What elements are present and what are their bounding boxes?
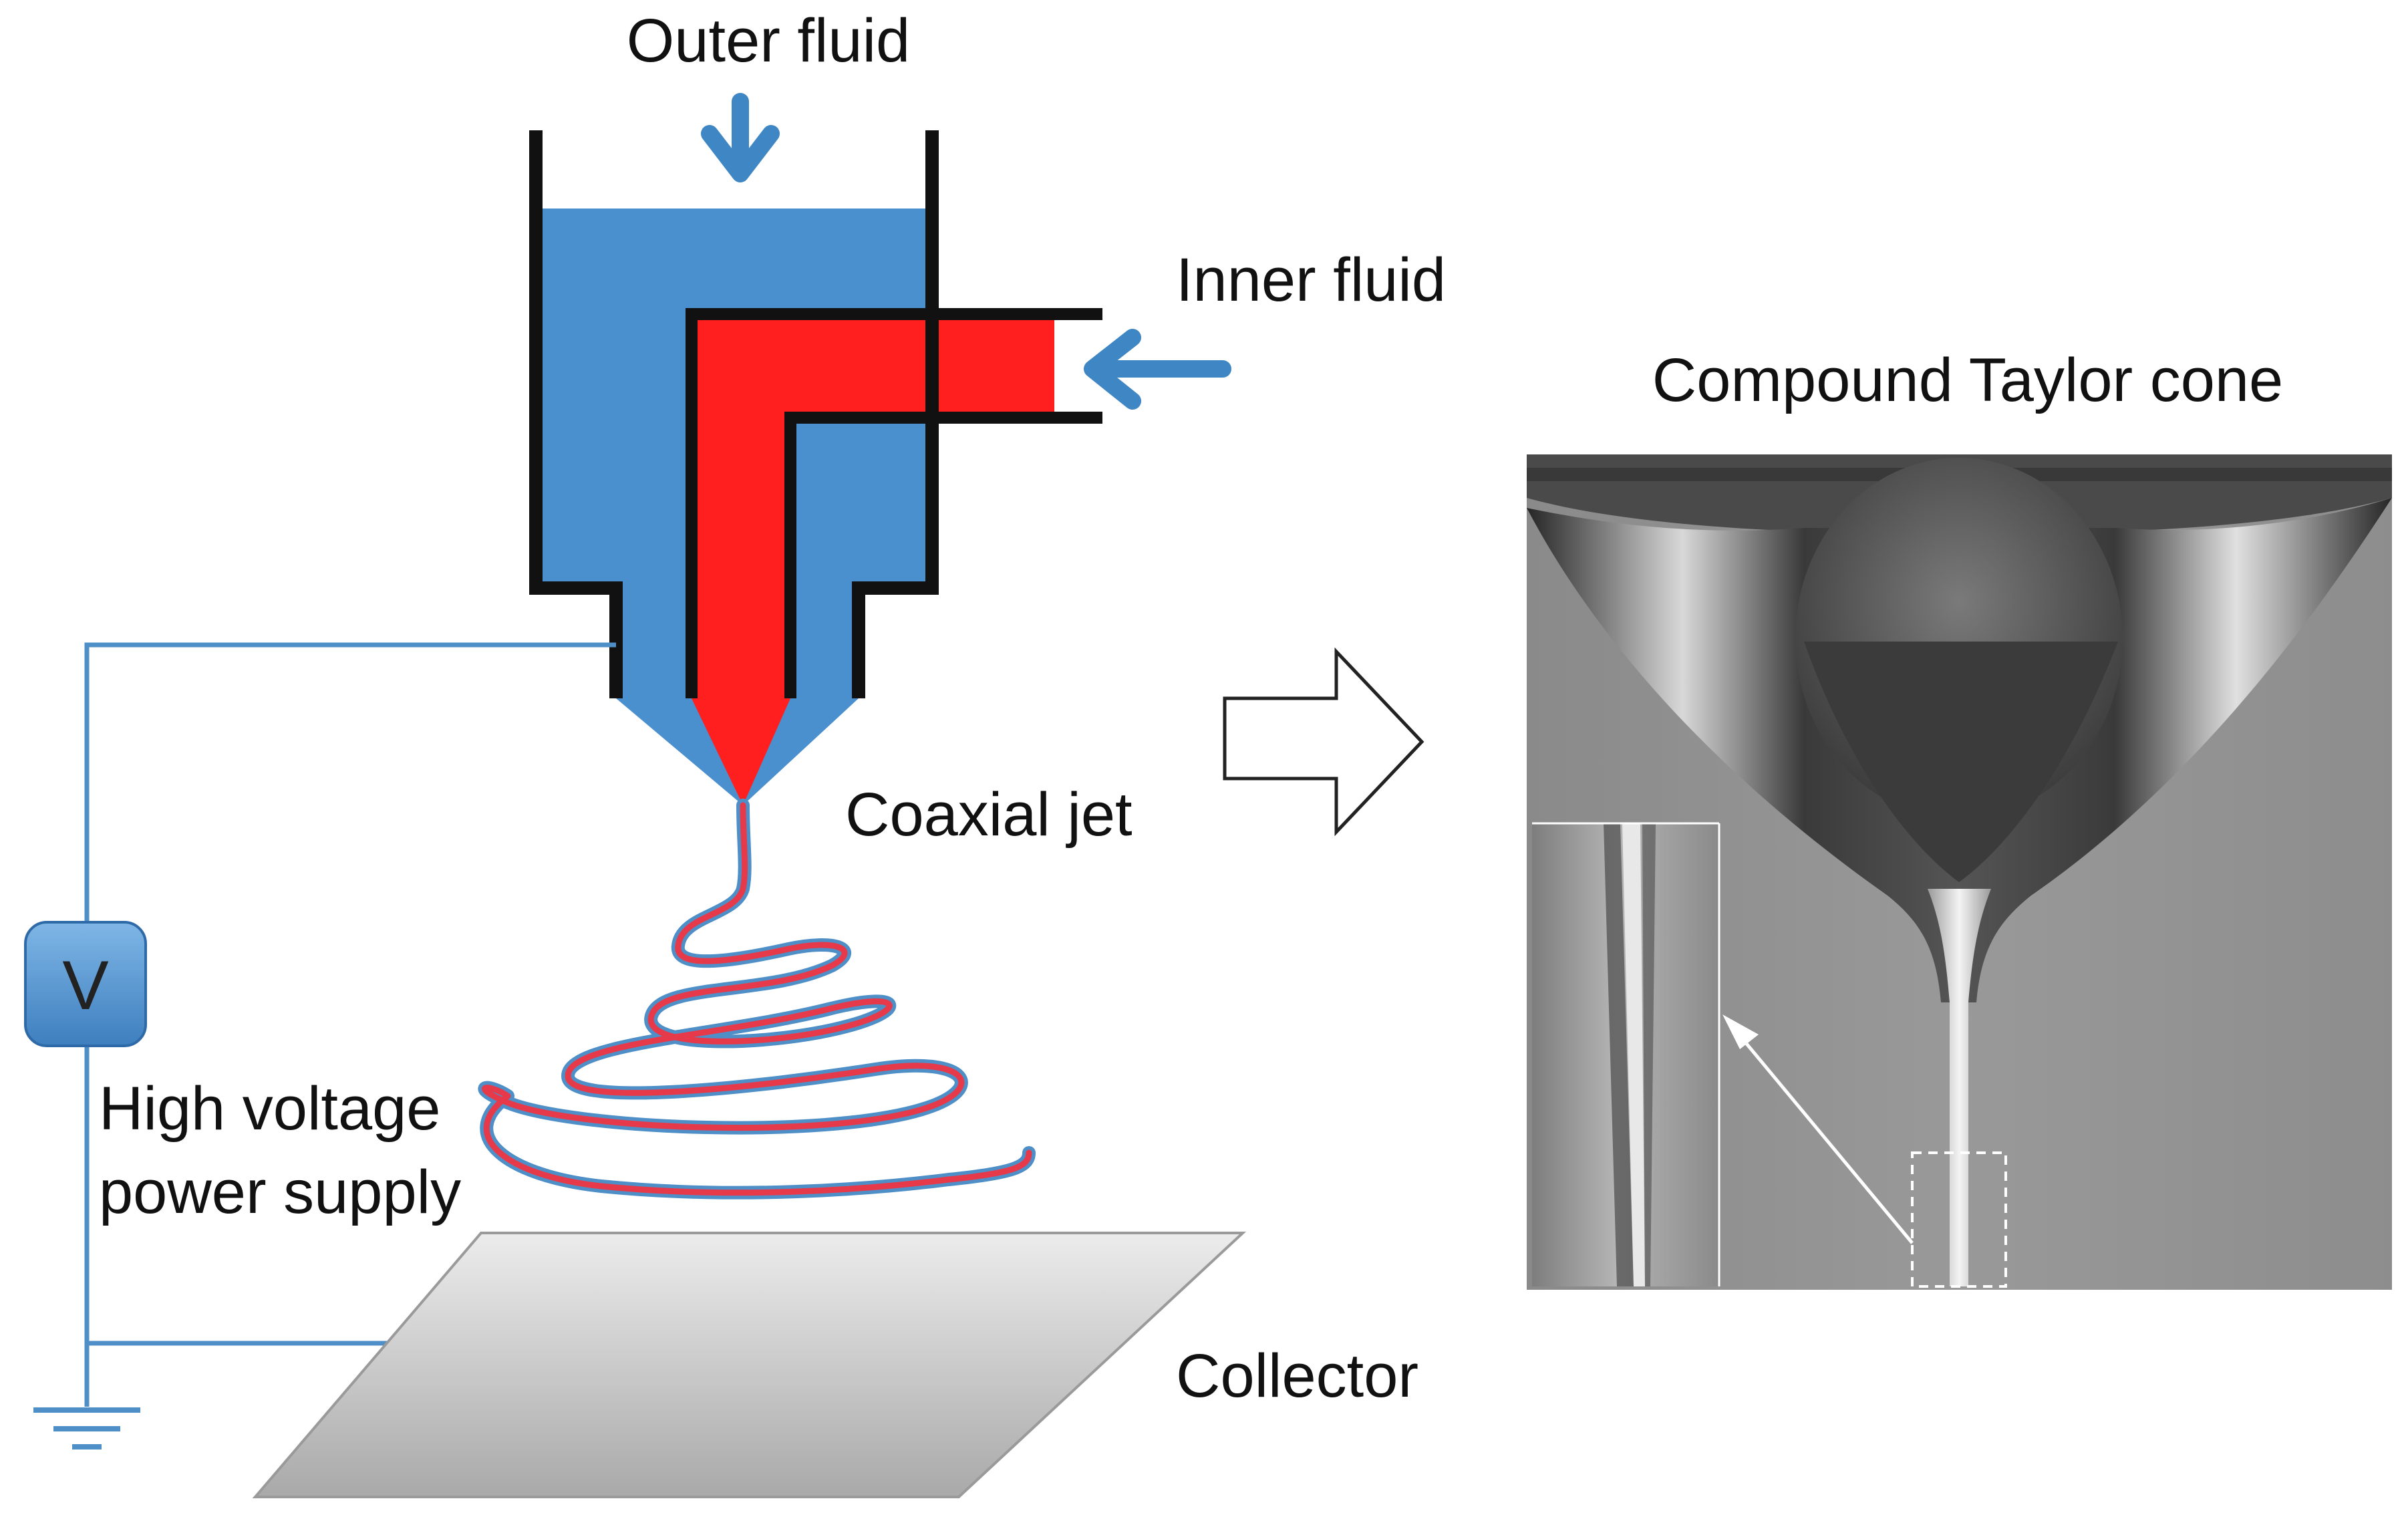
- voltage-symbol: V: [62, 947, 108, 1024]
- inner-fluid-channel: [692, 319, 1054, 805]
- ground-icon: [33, 1407, 140, 1449]
- jet-closeup-inset: [1532, 822, 1720, 1286]
- transition-arrow-icon: [1223, 647, 1424, 837]
- voltage-source: V: [24, 921, 147, 1047]
- power-wiring: [84, 642, 616, 1407]
- power-supply-label-line1: High voltage: [99, 1075, 440, 1143]
- coiled-fiber-jet: [478, 799, 1036, 1200]
- coaxial-jet-label: Coaxial jet: [845, 781, 1133, 849]
- outer-fluid-label: Outer fluid: [627, 7, 910, 75]
- zoom-pointer-arrow-icon: [1722, 1014, 1914, 1244]
- coaxial-nozzle: [529, 130, 1102, 805]
- inner-fluid-label: Inner fluid: [1176, 246, 1446, 314]
- outer-fluid-arrow-icon: [701, 93, 780, 182]
- zoom-selection-box: [1911, 1151, 2007, 1288]
- taylor-cone-photo: [1527, 454, 2392, 1290]
- collector-label: Collector: [1176, 1342, 1418, 1410]
- power-supply-label-line2: power supply: [99, 1158, 461, 1226]
- inner-fluid-arrow-icon: [1084, 329, 1231, 410]
- collector-plate: [252, 1232, 1247, 1498]
- taylor-cone-title: Compound Taylor cone: [1652, 346, 2283, 414]
